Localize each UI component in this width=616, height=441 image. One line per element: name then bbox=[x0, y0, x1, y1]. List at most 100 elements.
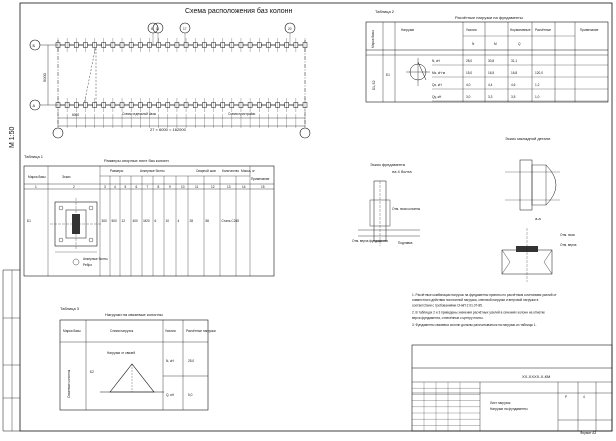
section1-title-1: Эскиз фундамента bbox=[370, 162, 406, 167]
stamp-format: Формат А3 bbox=[580, 431, 596, 435]
table3-caption: Таблица 3 bbox=[60, 306, 80, 311]
table-2: Таблица 2 Расчётные нагрузки на фундамен… bbox=[365, 9, 609, 103]
foundation-sketch: Эскиз фундамента Отм. низа колонны Подли… bbox=[352, 162, 421, 246]
table1-caption: Таблица 1 bbox=[24, 154, 44, 159]
t1-h-bolts: Анкерные болты bbox=[140, 169, 165, 173]
base-plate-sketch: Анкерные болты Ребро bbox=[50, 198, 108, 267]
t3-diagram-title: Нагрузки от связей bbox=[107, 351, 135, 355]
t2-side-row: Б1, Б2 bbox=[372, 80, 376, 90]
t2-cell: 4,6 bbox=[511, 83, 516, 87]
s2-label-low: Отм. низа bbox=[560, 233, 575, 237]
table-1: Таблица 1 Размеры опорных плит баз колон… bbox=[23, 154, 275, 277]
t2-h-loads: Нагрузки bbox=[401, 28, 414, 32]
t3-cell: Q, кН bbox=[166, 393, 175, 397]
t1-cell: 400 bbox=[133, 219, 139, 223]
s1-label-found: Отм. верха фундамента bbox=[352, 239, 388, 243]
t2-cell: Qx, кН bbox=[432, 83, 442, 87]
t2-sub-q: Q bbox=[518, 42, 521, 46]
t1-col-number: 1 bbox=[35, 185, 37, 189]
dim-vertical: 5000 bbox=[42, 72, 47, 82]
t1-col-number: 14 bbox=[242, 185, 246, 189]
t3-side-label: Связевые колонны bbox=[67, 369, 71, 398]
t2-sub-m: M bbox=[494, 42, 497, 46]
dim-total: 27 × 6000 = 162000 bbox=[150, 127, 187, 132]
t1-col-number: 10 bbox=[181, 185, 185, 189]
sketch-label-rib: Ребро bbox=[83, 263, 92, 267]
t2-cell: 16,5 bbox=[488, 71, 494, 75]
t3-row-label: Б2 bbox=[90, 370, 94, 374]
t1-cell: 300 bbox=[102, 219, 108, 223]
t2-cell: Mx, кН·м bbox=[432, 71, 445, 75]
t1-col-number: 8 bbox=[158, 185, 160, 189]
t1-col-number: 12 bbox=[211, 185, 215, 189]
t2-cell: 4,0 bbox=[466, 83, 471, 87]
scale-label: М 1:50 bbox=[9, 126, 16, 148]
t2-h-mark: Марка базы bbox=[371, 30, 375, 48]
s1-label-grout: Подливка bbox=[398, 241, 413, 245]
t1-cell: 500 bbox=[112, 219, 118, 223]
s1-label-top: Отм. низа колонны bbox=[392, 207, 421, 211]
stamp-stage: Р bbox=[565, 395, 567, 399]
t2-h-norm: Нормативные bbox=[510, 28, 531, 32]
t1-col-number: 9 bbox=[169, 185, 171, 189]
t2-h-calc: Расчётные bbox=[535, 28, 551, 32]
t1-col-number: 11 bbox=[195, 185, 199, 189]
plan-columns bbox=[55, 38, 308, 128]
t3-h-forces: Усилия bbox=[165, 329, 176, 333]
t1-col-number: 5 bbox=[125, 185, 127, 189]
t3-h-scheme: Схема нагрузок bbox=[110, 329, 134, 333]
t2-cell: 28,0 bbox=[466, 59, 472, 63]
axis-top-label: 17 bbox=[183, 27, 187, 31]
t1-col-number: 13 bbox=[227, 185, 231, 189]
note-line: совместного действия постоянной нагрузки… bbox=[412, 298, 539, 302]
note-line: 2. В таблицах 2 и 3 приведены значения р… bbox=[412, 311, 545, 315]
t1-cell: 6 bbox=[155, 219, 157, 223]
t1-col-number: 3 bbox=[104, 185, 106, 189]
sheet-frame bbox=[19, 2, 613, 432]
t1-h-mass: Масса, кг bbox=[241, 169, 256, 173]
note-line: 3. Фундаменты связевых колонн должны рас… bbox=[412, 323, 537, 327]
note-line: 1. Расчётные комбинации нагрузок на фунд… bbox=[412, 293, 557, 297]
t1-columns bbox=[47, 166, 251, 276]
stamp-sheet: 4 bbox=[583, 395, 585, 399]
stamp-code: ХХ-ХХХХ-Х-КМ bbox=[522, 374, 550, 379]
t1-col-number: 2 bbox=[73, 185, 75, 189]
table1-title: Размеры опорных плит баз колонн bbox=[104, 158, 169, 163]
table2-title: Расчётные нагрузки на фундаменты bbox=[455, 15, 523, 20]
t1-col-number: 4 bbox=[114, 185, 116, 189]
title-block: ХХ-ХХХХ-Х-КМ Лист нагрузок Нагрузки на ф… bbox=[411, 344, 613, 435]
t2-cell: 15,0 bbox=[466, 71, 472, 75]
t2-cell: 120,0 bbox=[535, 71, 543, 75]
t2-cell: N, кН bbox=[432, 59, 440, 63]
t2-cell: Qy, кН bbox=[432, 95, 442, 99]
t3-h-calc: Расчётные нагрузки bbox=[186, 329, 216, 333]
t1-cell: 56 bbox=[206, 219, 210, 223]
s2-label-top: Отм. верха bbox=[560, 243, 577, 247]
table3-title: Нагрузки на связевые колонны bbox=[105, 312, 163, 317]
section2-cut: а-а bbox=[535, 216, 542, 221]
embedded-part-sketch: Эскиз закладной детали а-а Отм. низа Отм… bbox=[501, 136, 577, 282]
t1-h-mark: Марка базы bbox=[28, 175, 46, 179]
stamp-grid bbox=[412, 382, 480, 431]
plan-title: Схема расположения баз колонн bbox=[185, 7, 293, 15]
t2-cell: 1,0 bbox=[535, 95, 540, 99]
t2-cell: 4,4 bbox=[488, 83, 493, 87]
section1-title-2: на 4 болта bbox=[392, 169, 412, 174]
axis-top-label: 11 bbox=[156, 27, 160, 31]
t1-h-sketch: Эскиз bbox=[62, 175, 71, 179]
stamp-name-1: Лист нагрузок bbox=[490, 401, 511, 405]
axis-left-a: А bbox=[33, 103, 36, 108]
t1-h-dims: Размеры bbox=[110, 169, 124, 173]
axis-left-b: Б bbox=[33, 43, 36, 48]
t2-cell: 3,0 bbox=[466, 95, 471, 99]
t1-h-weld: Сварной шов bbox=[196, 169, 216, 173]
t1-cell: Б1 bbox=[27, 219, 31, 223]
t2-sub-n: N bbox=[472, 42, 475, 46]
